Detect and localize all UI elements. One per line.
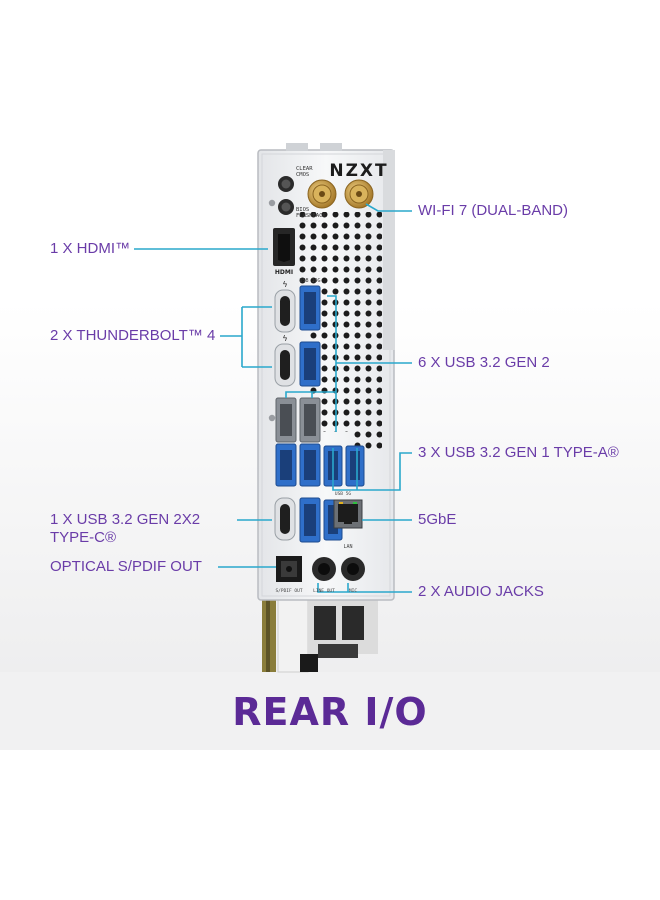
usb-c-2x2-port [274,497,296,541]
leader-thunderbolt [220,306,272,368]
silk-line-out: LINE OUT [313,588,335,594]
silk-spdif: S/PDIF OUT [275,588,302,594]
callout-usb-c-2x2-line1: 1 X USB 3.2 GEN 2X2 [50,511,201,528]
leader-wifi [365,203,412,212]
hdmi-port [273,228,295,266]
title-band [0,672,660,750]
wifi-antenna-left [307,179,337,209]
callout-thunderbolt: 2 X THUNDERBOLT™ 4 [50,327,216,344]
audio-jack-mic [341,557,365,581]
callout-spdif: OPTICAL S/PDIF OUT [50,558,202,575]
leader-usb-gen1 [332,448,412,491]
callout-lan: 5GbE [418,511,457,528]
usb-gen2-port [299,497,321,543]
silk-mic: MIC [349,588,357,594]
usb-gen2-port [299,285,321,331]
bios-flashback-button [278,199,294,215]
callout-usb-c-2x2-line2: TYPE-C® [50,529,117,546]
thunderbolt-icon: ϟ [282,280,287,289]
usb-gen2-port [299,397,321,443]
lan-port [333,499,363,529]
usb-gen1-port [345,445,365,487]
callout-wifi: WI-FI 7 (DUAL-BAND) [418,202,568,219]
usb-gen2-port [299,443,321,487]
callout-hdmi: 1 X HDMI™ [50,240,131,257]
thunderbolt-port-2 [274,343,296,387]
audio-jack-line-out [312,557,336,581]
callout-leaders [134,203,412,593]
brand-logo: NZXT [329,161,388,181]
silk-hdmi: HDMI [275,269,293,276]
silk-usb-gen1: USB 5G [335,491,352,497]
optical-spdif-port [276,556,302,582]
wifi-antenna-right [344,179,374,209]
clear-cmos-button [278,176,294,192]
usb-gen2-port [275,397,297,443]
callout-usb-gen2: 6 X USB 3.2 GEN 2 [418,354,550,371]
callout-audio: 2 X AUDIO JACKS [418,583,544,600]
callout-usb-gen1: 3 X USB 3.2 GEN 1 TYPE-A® [418,444,619,461]
usb-gen2-port [275,443,297,487]
usb-gen2-port [299,341,321,387]
thunderbolt-icon: ϟ [282,334,287,343]
leader-audio [317,583,412,593]
footer-area [0,750,660,900]
silk-lan: LAN [343,544,352,550]
silk-usb-gen2: USB 10G [299,278,320,284]
board-lower-parts [262,597,378,673]
thunderbolt-port-1 [274,289,296,333]
page-title: REAR I/O [232,690,428,734]
leader-usb-gen2 [285,295,412,432]
